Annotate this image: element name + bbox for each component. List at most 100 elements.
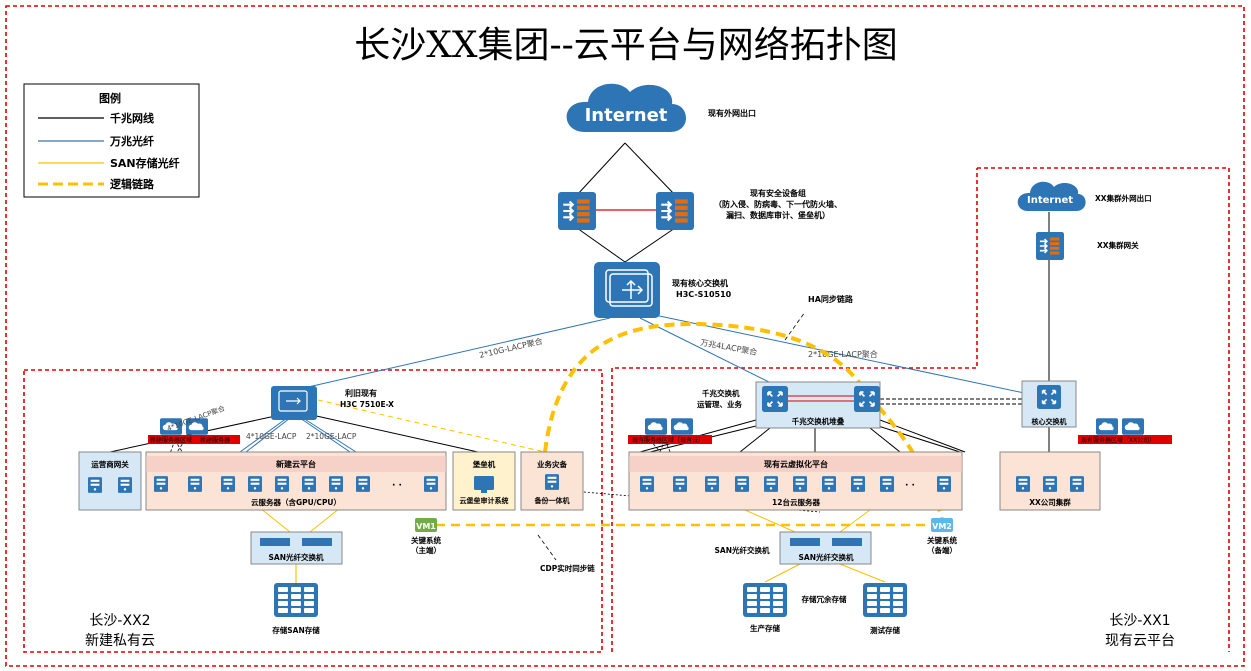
legend-gigabit: 千兆网线 — [110, 111, 154, 125]
firewall-left-icon — [558, 192, 596, 230]
server-icon — [937, 476, 951, 492]
server-icon — [188, 476, 202, 492]
server-icon — [822, 476, 836, 492]
server-icon — [154, 476, 168, 492]
xx1-san-switch-label: SAN光纤交换机 — [799, 552, 854, 562]
server-icon — [329, 476, 343, 492]
far-red-bar-label: 现有服务器区域（XX公司） — [1081, 436, 1155, 444]
xx2-red-bar-label-1: 新建服务器区域 — [150, 436, 192, 444]
server-icon — [851, 476, 865, 492]
far-switch-icon — [1037, 385, 1061, 409]
far-gateway-note: XX集群网关 — [1097, 240, 1139, 250]
legend-logical: 逻辑链路 — [110, 177, 155, 191]
xx1-red-bar-label: 现有服务器区域（现有云） — [632, 436, 704, 444]
far-server-icon-2 — [1043, 476, 1057, 492]
legend-san: SAN存储光纤 — [110, 156, 180, 170]
left-uplink-label: 2*10G-LACP聚合 — [478, 336, 543, 360]
server-icon — [880, 476, 894, 492]
server-icon — [735, 476, 749, 492]
backup-sub-label: 备份一体机 — [534, 496, 570, 505]
xx1-core-note-2: 运管理、业务 — [697, 399, 742, 409]
core-note-2: H3C-S10510 — [676, 290, 732, 299]
test-storage-icon — [863, 583, 907, 617]
firewall-right-icon — [656, 192, 694, 230]
left-a-label: 4*10GE-LACP — [246, 432, 297, 441]
xx1-core-note-1: 千兆交换机 — [702, 388, 740, 398]
server-icon — [640, 476, 654, 492]
xx1-servers-label: 12台云服务器 — [772, 497, 820, 507]
internet-label: Internet — [585, 105, 668, 126]
xx2-region-label-2: 新建私有云 — [85, 633, 155, 649]
far-internet-cloud-icon — [1017, 181, 1086, 211]
server-icon — [248, 476, 262, 492]
internet-note: 现有外网出口 — [708, 108, 756, 118]
xx1-switch-icon-left — [762, 386, 788, 412]
security-note-2: （防入侵、防病毒、下一代防火墙、 — [714, 199, 842, 209]
bastion-sub-label: 云堡垒审计系统 — [460, 496, 509, 505]
legend-10g: 万兆光纤 — [109, 134, 154, 148]
vm2-note-1: 关键系统 — [927, 535, 957, 545]
server-icon — [424, 476, 438, 492]
server-icon — [275, 476, 289, 492]
xx1-region-label-2: 现有云平台 — [1105, 633, 1175, 649]
xx1-stack-label: 千兆交换机堆叠 — [792, 416, 845, 426]
far-switch-label: 核心交换机 — [1032, 417, 1067, 426]
server-icon — [302, 476, 316, 492]
xx1-cloud-icon-1 — [645, 418, 667, 435]
far-internet-label: Internet — [1027, 195, 1073, 206]
xx1-cloud-label: 现有云虚拟化平台 — [764, 459, 828, 469]
security-note-3: 漏扫、数据库审计、堡垒机） — [726, 210, 830, 220]
server-icon — [221, 476, 235, 492]
xx2-switch-note-2: H3C 7510E-X — [340, 400, 394, 409]
prod-storage-icon — [743, 583, 787, 617]
legend: 图例 千兆网线 万兆光纤 SAN存储光纤 逻辑链路 — [23, 83, 200, 198]
xx2-storage-label: 存储SAN存储 — [271, 625, 320, 635]
server-icon — [793, 476, 807, 492]
xx2-san-switch-label: SAN光纤交换机 — [269, 552, 324, 562]
xx2-region-label-1: 长沙-XX2 — [89, 613, 150, 629]
xx2-switch-note-1: 利旧现有 — [344, 388, 377, 398]
page-title: 长沙XX集团--云平台与网络拓扑图 — [354, 25, 898, 66]
core-note-1: 现有核心交换机 — [672, 278, 728, 288]
vm1-note-2: （主端） — [411, 545, 441, 555]
far-cluster-label: XX公司集群 — [1029, 497, 1071, 507]
xx2-storage-icon — [274, 583, 318, 617]
bastion-label: 堡垒机 — [473, 459, 496, 469]
core-switch-icon — [594, 262, 660, 318]
server-icon — [673, 476, 687, 492]
operator-gateway-label: 运营商网关 — [91, 459, 129, 469]
gateway-server-icon-2 — [118, 477, 132, 493]
legend-title: 图例 — [99, 91, 121, 105]
prod-storage-label: 生产存储 — [750, 623, 780, 633]
xx2-core-switch-icon — [271, 386, 317, 420]
right-uplink-label-1: 万兆4LACP聚合 — [700, 337, 758, 357]
backup-server-icon — [545, 474, 559, 490]
far-internet-note: XX集群外网出口 — [1095, 193, 1152, 203]
xx2-cloud-label: 新建云平台 — [276, 459, 316, 469]
bastion-monitor-icon — [474, 476, 494, 493]
gateway-server-icon-1 — [88, 477, 102, 493]
far-cloud-icon-1 — [1096, 418, 1118, 435]
xx1-cloud-icon-2 — [671, 418, 693, 435]
xx1-storage-label: 存储冗余存储 — [801, 594, 847, 604]
far-gateway-firewall-icon — [1036, 232, 1064, 260]
xx1-server-row: · · — [640, 476, 951, 492]
far-server-icon-3 — [1070, 476, 1084, 492]
test-storage-label: 测试存储 — [870, 625, 900, 635]
cdp-label: CDP实时同步链 — [540, 563, 595, 573]
vm1-note-1: 关键系统 — [411, 535, 441, 545]
internet-cloud-icon — [566, 83, 686, 132]
xx1-switch-icon-right — [854, 386, 880, 412]
svg-text:· ·: · · — [392, 481, 402, 491]
server-icon — [705, 476, 719, 492]
right-uplink-label-2: 2*10GE-LACP聚合 — [808, 349, 878, 359]
vm2-note-2: （备端） — [927, 545, 957, 555]
ha-link-label: HA同步链路 — [808, 294, 854, 304]
xx1-region-label-1: 长沙-XX1 — [1109, 613, 1170, 629]
far-server-icon-1 — [1016, 476, 1030, 492]
security-note-1: 现有安全设备组 — [750, 188, 806, 198]
server-icon — [356, 476, 370, 492]
vm2-label: VM2 — [932, 522, 952, 531]
left-b-label: 2*10GE-LACP — [306, 432, 357, 441]
